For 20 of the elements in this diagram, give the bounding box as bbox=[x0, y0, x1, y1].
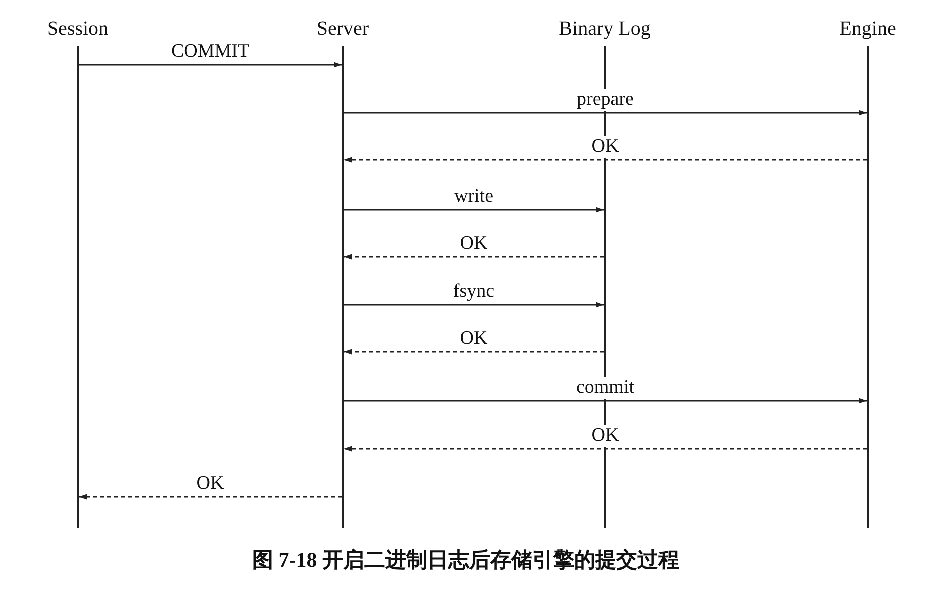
edge-label: commit bbox=[574, 377, 637, 399]
caption: 图 7-18 开启二进制日志后存储引擎的提交过程 bbox=[252, 547, 680, 574]
arrow bbox=[344, 349, 604, 355]
participant-label: Engine bbox=[838, 17, 898, 42]
edge-label: OK bbox=[590, 136, 622, 158]
arrow bbox=[344, 446, 867, 452]
edge-label: prepare bbox=[575, 89, 636, 111]
arrow bbox=[344, 207, 604, 213]
edge-label: fsync bbox=[451, 281, 497, 303]
participant-label: Binary Log bbox=[558, 17, 652, 42]
participant-label: Session bbox=[46, 17, 110, 42]
arrow bbox=[79, 494, 342, 500]
arrow bbox=[344, 398, 867, 404]
participant-label: Server bbox=[316, 17, 370, 42]
edge-label: OK bbox=[590, 425, 622, 447]
arrow bbox=[79, 62, 342, 68]
arrow bbox=[344, 254, 604, 260]
arrow bbox=[344, 302, 604, 308]
arrow bbox=[344, 110, 867, 116]
arrow bbox=[344, 157, 867, 163]
